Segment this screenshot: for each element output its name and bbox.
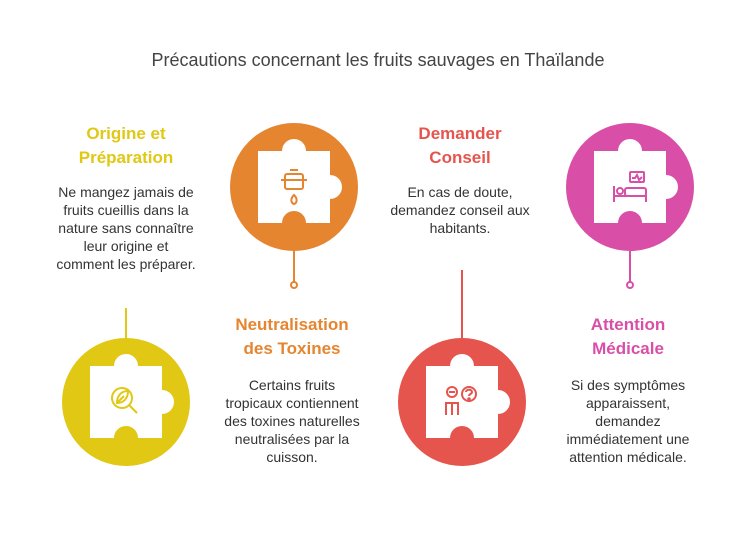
origin-preparation-node [62, 308, 190, 466]
connector-dot [626, 281, 634, 289]
ask-advice-heading: Demander Conseil [418, 124, 502, 167]
person-question-icon [445, 386, 477, 415]
toxin-neutralization-heading: Neutralisation des Toxines [235, 315, 349, 358]
ask-advice-node [398, 270, 526, 466]
diagram-title: Précautions concernant les fruits sauvag… [151, 50, 605, 70]
toxin-neutralization-description: Certains fruits tropicaux contiennent de… [224, 377, 360, 465]
toxin-neutralization-node [230, 123, 358, 289]
origin-preparation-description: Ne mangez jamais de fruits cueillis dans… [56, 184, 196, 272]
ask-advice-description: En cas de doute, demandez conseil aux ha… [390, 184, 530, 236]
connector-dot [290, 281, 298, 289]
medical-attention-node [566, 123, 694, 289]
medical-attention-description: Si des symptômes apparaissent, demandez … [566, 377, 690, 465]
cooking-pot-icon [281, 169, 307, 206]
origin-preparation-heading: Origine et Préparation [78, 124, 174, 167]
leaf-magnifier-icon [111, 387, 138, 414]
hospital-bed-icon [613, 171, 647, 202]
medical-attention-heading: Attention Médicale [590, 315, 666, 358]
